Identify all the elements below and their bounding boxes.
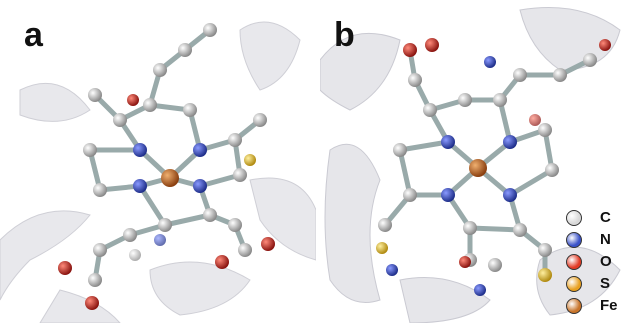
- legend-item-c: C: [560, 208, 636, 230]
- legend-swatch-fe: [566, 298, 582, 314]
- legend-item-fe: Fe: [560, 296, 636, 318]
- panel-b-molecule: [320, 7, 621, 323]
- legend-label-s: S: [600, 275, 611, 292]
- legend-swatch-n: [566, 232, 582, 248]
- legend-swatch-s: [566, 276, 582, 292]
- legend-item-o: O: [560, 252, 636, 274]
- legend-item-s: S: [560, 274, 636, 296]
- panel-label-b: b: [334, 16, 355, 54]
- legend-label-fe: Fe: [600, 297, 618, 314]
- legend-label-n: N: [600, 231, 611, 248]
- legend-swatch-c: [566, 210, 582, 226]
- protein-ribbon-b: [320, 7, 621, 323]
- legend-label-o: O: [600, 253, 612, 270]
- panel-b: [320, 0, 636, 323]
- panel-b-atoms: [376, 38, 611, 296]
- panel-a-molecule: [0, 21, 316, 323]
- panel-a-atoms: [58, 23, 275, 310]
- panel-a: [0, 0, 316, 323]
- legend-swatch-o: [566, 254, 582, 270]
- panel-label-a: a: [24, 16, 43, 54]
- protein-ribbon: [0, 21, 316, 323]
- legend-item-n: N: [560, 230, 636, 252]
- legend-label-c: C: [600, 209, 611, 226]
- atom-legend: C N O S Fe: [560, 208, 636, 318]
